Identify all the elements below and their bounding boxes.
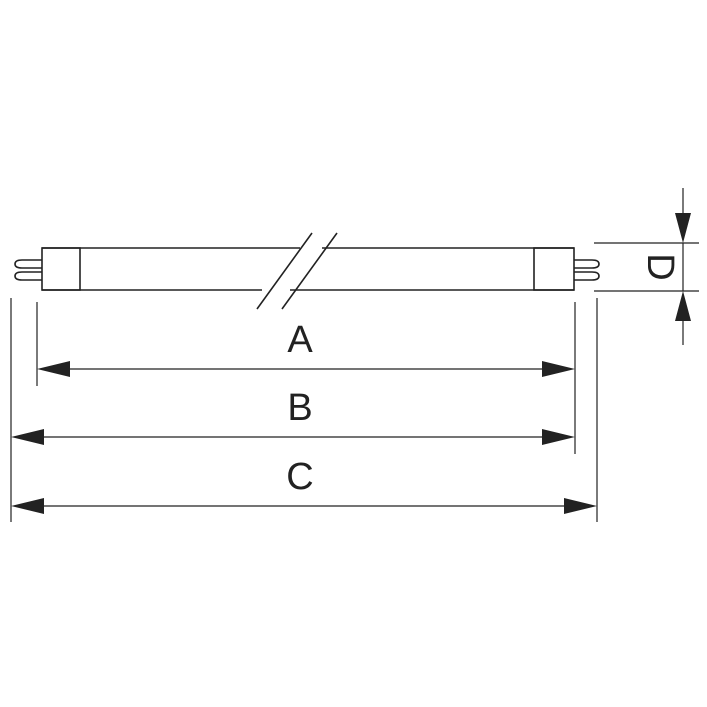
label-d: D xyxy=(639,253,681,280)
extension-lines xyxy=(10,242,699,522)
lamp-tube xyxy=(41,232,575,310)
tube-break-lines xyxy=(256,232,338,310)
dimension-a: A xyxy=(37,319,575,377)
arrow-a-right xyxy=(542,361,575,377)
right-pins xyxy=(574,259,600,281)
arrow-c-left xyxy=(11,498,44,514)
left-end-cap xyxy=(41,247,81,291)
label-a: A xyxy=(287,319,313,361)
left-pins xyxy=(14,259,42,281)
label-c: C xyxy=(286,456,313,498)
arrow-d-top xyxy=(675,213,691,243)
dimension-d: D xyxy=(639,188,691,345)
arrow-c-right xyxy=(564,498,597,514)
arrow-b-left xyxy=(11,429,44,445)
dimension-b: B xyxy=(11,387,575,445)
arrow-a-left xyxy=(37,361,70,377)
arrow-d-bottom xyxy=(675,291,691,321)
dimension-c: C xyxy=(11,456,597,514)
arrow-b-right xyxy=(542,429,575,445)
right-end-cap xyxy=(533,247,575,291)
label-b: B xyxy=(287,387,312,429)
